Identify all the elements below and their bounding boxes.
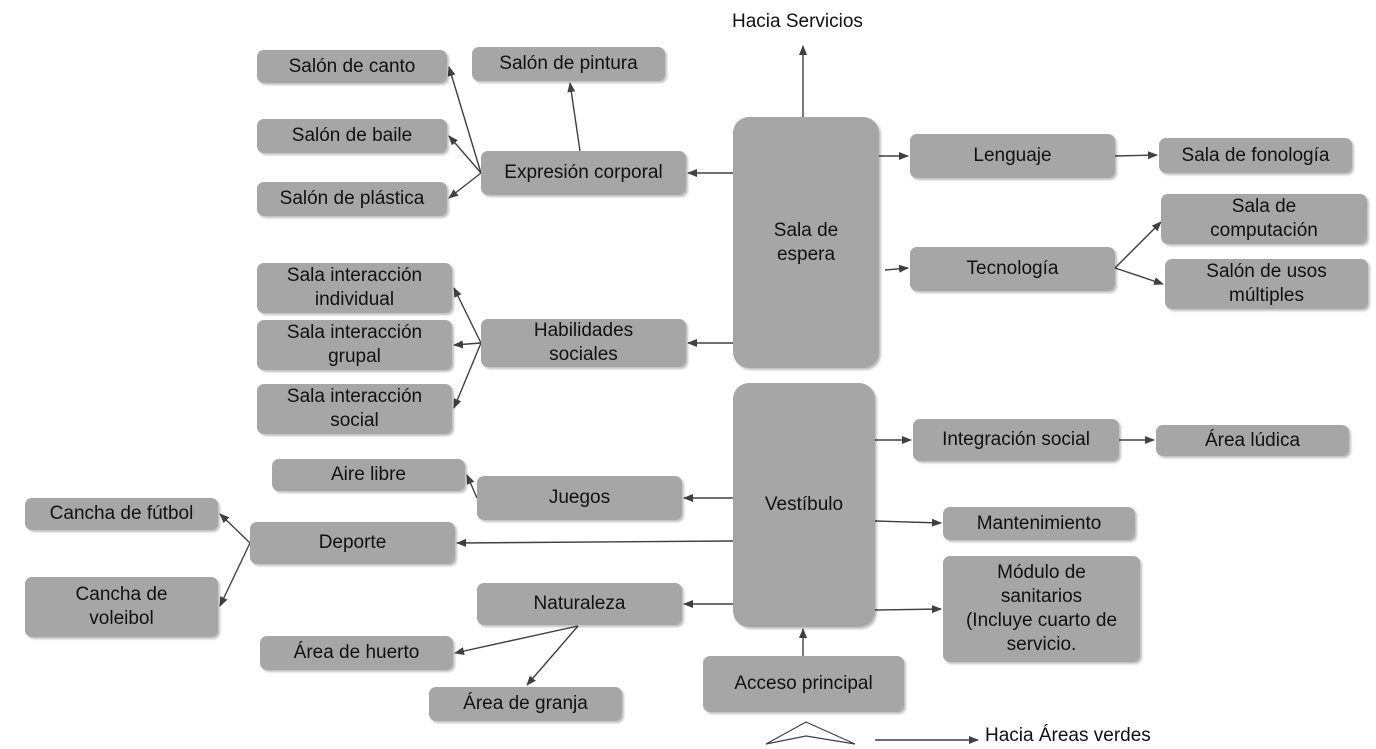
connector-expresion-baile [448, 135, 482, 174]
node-mantenimiento: Mantenimiento [943, 507, 1135, 540]
node-salon-de-baile: Salón de baile [257, 119, 447, 153]
node-sala-interaccion-social: Sala interacción social [257, 384, 452, 434]
node-modulo-de-sanitarios: Módulo de sanitarios (Incluye cuarto de … [943, 556, 1140, 662]
node-acceso-principal: Acceso principal [703, 656, 904, 712]
node-salon-de-plastica: Salón de plástica [257, 182, 447, 216]
connector-naturaleza-granja [526, 625, 579, 686]
connector-vestibulo-deporte [456, 538, 734, 547]
connector-habilidades-social [453, 342, 482, 409]
node-aire-libre: Aire libre [272, 459, 465, 491]
connector-vestibulo-mantenimiento [874, 518, 942, 527]
node-habilidades-sociales: Habilidades sociales [481, 319, 686, 367]
connector-habilidades-individual [453, 287, 482, 344]
node-area-ludica: Área lúdica [1156, 425, 1349, 456]
connector-deporte-voleibol [219, 542, 251, 607]
node-sala-interaccion-individual: Sala interacción individual [257, 263, 452, 313]
connector-tecnologia-usos [1114, 267, 1164, 285]
node-deporte: Deporte [250, 522, 455, 564]
label-hacia-servicios: Hacia Servicios [732, 11, 863, 32]
connector-deporte-futbol [219, 513, 251, 544]
node-sala-interaccion-grupal: Sala interacción grupal [257, 320, 452, 370]
node-area-de-huerto: Área de huerto [260, 636, 453, 670]
node-salon-de-pintura: Salón de pintura [472, 47, 665, 81]
entrance-symbol-icon [765, 721, 856, 745]
connector-naturaleza-huerto [454, 625, 579, 655]
node-sala-de-fonologia: Sala de fonología [1159, 138, 1352, 173]
node-cancha-de-voleibol: Cancha de voleibol [25, 577, 218, 637]
connector-juegos-airelibre [466, 474, 478, 499]
node-salon-de-canto: Salón de canto [257, 50, 447, 83]
node-naturaleza: Naturaleza [477, 583, 682, 625]
node-vestibulo: Vestíbulo [733, 383, 875, 627]
node-cancha-de-futbol: Cancha de fútbol [25, 498, 218, 530]
node-expresion-corporal: Expresión corporal [481, 151, 686, 195]
connector-expresion-canto [447, 66, 482, 174]
node-lenguaje: Lenguaje [910, 134, 1115, 178]
connector-tecnologia-computacion [1114, 221, 1162, 269]
connector-lenguaje-fonologia [1114, 151, 1158, 160]
label-hacia-areas-verdes: Hacia Áreas verdes [985, 725, 1151, 746]
node-sala-de-computacion: Sala de computación [1161, 194, 1367, 244]
node-integracion-social: Integración social [913, 419, 1119, 461]
connector-espera-tecnologia [884, 264, 909, 273]
connector-expresion-plastica [448, 172, 482, 199]
connector-expresion-pintura [567, 82, 581, 152]
node-juegos: Juegos [477, 476, 682, 520]
node-tecnologia: Tecnología [910, 247, 1115, 291]
connector-habilidades-grupal [453, 340, 482, 349]
node-area-de-granja: Área de granja [429, 687, 622, 721]
node-salon-de-usos-multiples: Salón de usos múltiples [1165, 259, 1368, 309]
node-sala-de-espera: Sala de espera [733, 117, 879, 368]
connector-vestibulo-sanitarios [874, 605, 942, 614]
